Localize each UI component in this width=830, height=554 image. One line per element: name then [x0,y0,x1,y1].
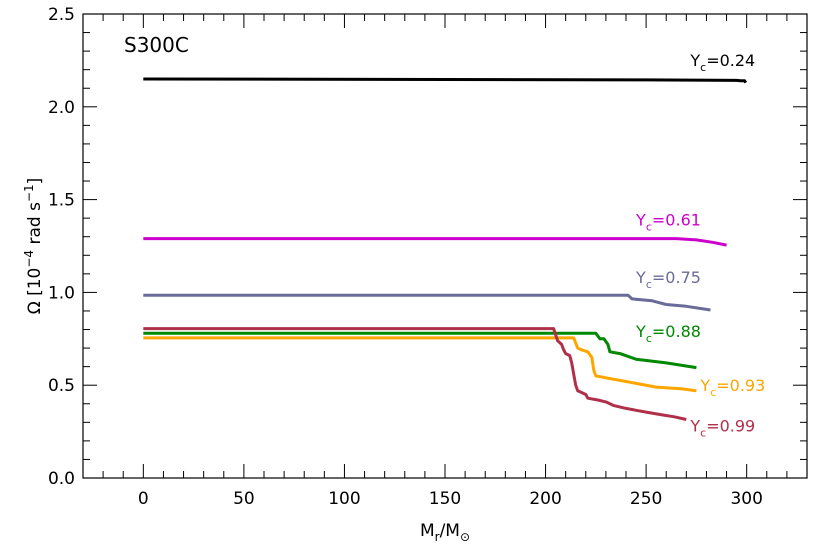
series-line [143,336,697,393]
x-tick-label: 0 [138,489,149,509]
series-label: Yc=0.88 [635,322,701,345]
series-label: Yc=0.93 [699,376,765,399]
y-tick-label: 0.5 [48,376,75,396]
x-tick-label: 100 [328,489,360,509]
series-label: Yc=0.61 [635,211,701,234]
plot-frame [82,13,808,479]
series-label: Yc=0.24 [689,51,755,74]
series-line [143,293,711,312]
series-label: Yc=0.75 [635,268,701,291]
y-tick-labels: 0.0 0.5 1.0 1.5 2.0 2.5 [48,5,75,489]
y-tick-label: 2.0 [48,98,75,118]
y-axis-label: Ω [10−4 rad s−1] [22,178,45,315]
x-tick-label: 300 [730,489,762,509]
y-tick-label: 0.0 [48,469,75,489]
x-tick-label: 250 [630,489,662,509]
series-label: Yc=0.99 [689,417,755,440]
y-tick-label: 1.5 [48,191,75,211]
series-line [143,237,727,247]
series-line [143,331,697,370]
y-tick-label: 1.0 [48,283,75,303]
series-labels: Yc=0.24Yc=0.61Yc=0.75Yc=0.88Yc=0.93Yc=0.… [635,51,765,440]
series-line [143,77,748,84]
series-lines [143,77,748,421]
x-axis-label: Mr/M⊙ [420,521,470,544]
x-tick-label: 150 [429,489,461,509]
series-line [143,327,687,421]
x-tick-label: 200 [529,489,561,509]
x-tick-label: 50 [233,489,255,509]
panel-label: S300C [124,33,189,57]
x-tick-labels: 0 50 100 150 200 250 300 [138,489,763,509]
ticks [82,13,808,479]
y-tick-label: 2.5 [48,5,75,25]
